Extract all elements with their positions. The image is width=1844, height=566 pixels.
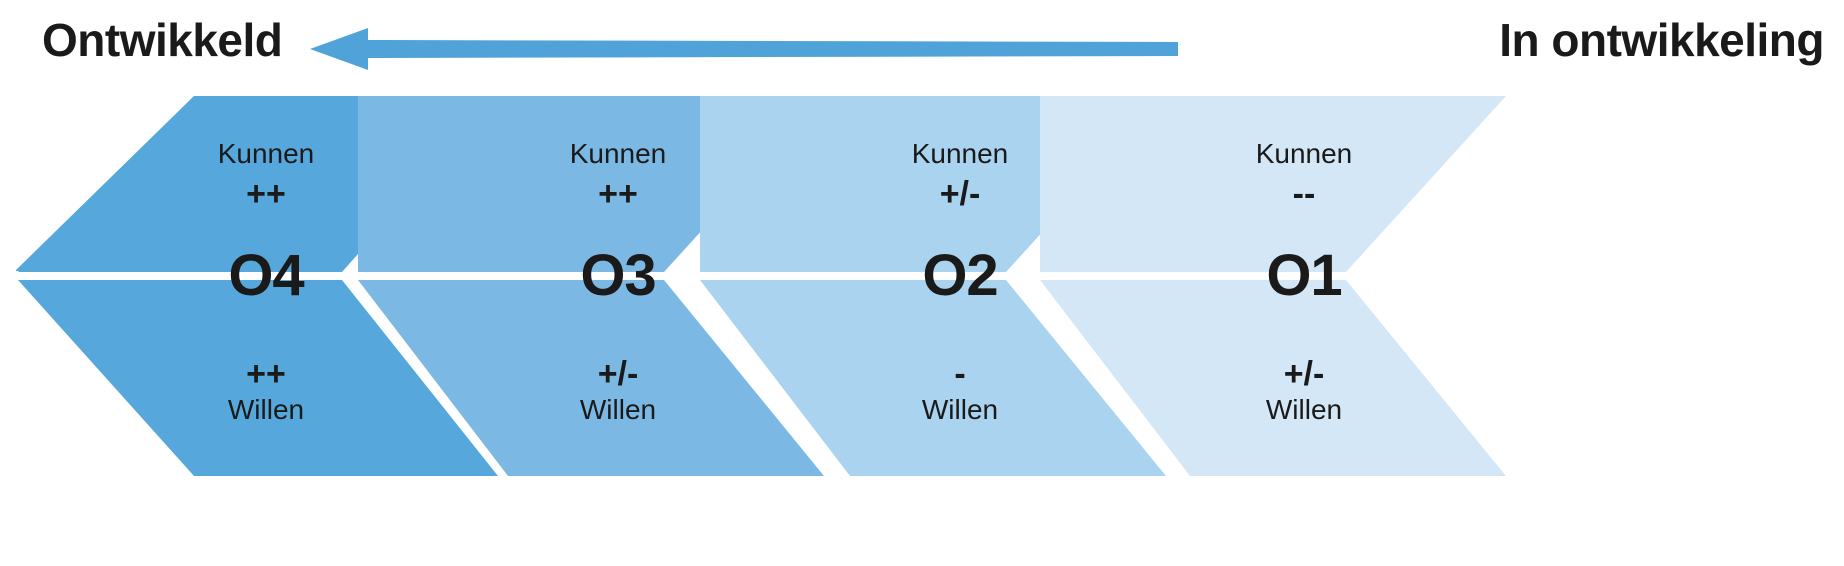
stage-chevron-o1[interactable]: Kunnen -- O1 +/- Willen: [1040, 96, 1568, 476]
left-arrow-icon: [310, 28, 1178, 70]
maturity-chevron-band: Kunnen ++ O4 ++ Willen Kunnen ++ O3 +/- …: [0, 96, 1844, 476]
chevron-shape-o1: [1040, 96, 1506, 476]
header-row: Ontwikkeld In ontwikkeling: [0, 0, 1844, 96]
header-label-in-development: In ontwikkeling: [1499, 14, 1824, 66]
progress-arrow: [310, 28, 1180, 70]
header-label-developed: Ontwikkeld: [42, 14, 283, 66]
